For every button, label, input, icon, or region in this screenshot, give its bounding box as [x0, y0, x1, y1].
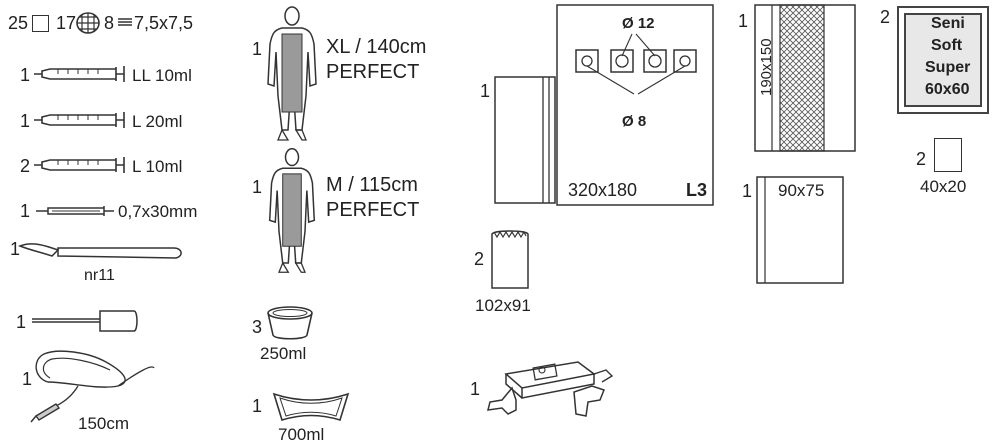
scalpel-label: nr11: [84, 267, 115, 284]
needle-label: 0,7x30mm: [118, 202, 198, 221]
cup-qty: 3: [252, 317, 263, 337]
compress-qty: 25: [8, 13, 29, 33]
seni-line2: Soft: [931, 37, 963, 54]
small-item-icon: [934, 138, 962, 172]
compress-size: 7,5x7,5: [134, 13, 194, 33]
seni-pad-inner: [904, 13, 982, 107]
small-item-qty: 2: [916, 149, 927, 169]
seni-qty: 2: [880, 7, 891, 27]
gauze-ball-icon: [76, 12, 100, 34]
bag-label: 102x91: [475, 296, 531, 315]
bag-icon: [488, 226, 532, 290]
syringe-icon: [32, 108, 132, 132]
syringe-icon: [32, 153, 132, 177]
brush-icon: [30, 305, 142, 335]
compress-stack-icon: [117, 16, 133, 28]
gown-1-model: PERFECT: [326, 61, 420, 83]
drape-90-icon: [756, 176, 844, 284]
bowl-label: 700ml: [278, 425, 325, 444]
bowl-qty: 1: [252, 396, 263, 416]
main-drape-icon: [556, 4, 714, 206]
gown-2-model: PERFECT: [326, 199, 420, 221]
cup-icon: [264, 305, 316, 343]
folded-drape-icon: [494, 76, 556, 204]
main-drape-code: L3: [686, 180, 708, 200]
scalpel-qty: 1: [10, 239, 21, 259]
bag-qty: 2: [474, 249, 485, 269]
clamp-icon: [482, 352, 618, 424]
seni-pad-outer: [897, 6, 989, 114]
syringe-icon: [32, 62, 132, 86]
cup-label: 250ml: [260, 344, 307, 363]
syringe-1-qty: 1: [20, 65, 31, 85]
syringe-2-qty: 1: [20, 111, 31, 131]
needle-icon: [34, 202, 116, 220]
seni-line3: Super: [925, 59, 971, 76]
gauze-qty: 17: [56, 13, 77, 33]
syringe-3-label: L 10ml: [132, 157, 183, 176]
gown-icon: [264, 146, 320, 276]
main-drape-size: 320x180: [568, 180, 638, 200]
drape-190-qty: 1: [738, 11, 749, 31]
drape-90-qty: 1: [742, 181, 753, 201]
hole-small-label: Ø 8: [622, 113, 647, 130]
drape-folded-qty: 1: [480, 81, 491, 101]
drape-190-label: 190x150: [758, 38, 775, 96]
seni-line4: 60x60: [925, 81, 970, 98]
cable-qty: 1: [22, 369, 33, 389]
gown-2-size: M / 115cm: [326, 174, 418, 196]
cable-icon: [28, 342, 158, 424]
gown-1-size: XL / 140cm: [326, 36, 427, 58]
seni-line1: Seni: [931, 15, 965, 32]
scalpel-icon: [18, 234, 188, 270]
hole-large-label: Ø 12: [622, 15, 655, 32]
syringe-2-label: L 20ml: [132, 112, 183, 131]
syringe-3-qty: 2: [20, 156, 31, 176]
cable-label: 150cm: [78, 414, 130, 433]
bowl-icon: [268, 388, 354, 426]
brush-qty: 1: [16, 312, 27, 332]
drape-190-icon: [754, 4, 856, 152]
needle-qty: 1: [20, 201, 31, 221]
syringe-1-label: LL 10ml: [132, 66, 192, 85]
small-item-label: 40x20: [920, 177, 967, 196]
gown-icon: [264, 4, 320, 144]
gown-2-qty: 1: [252, 177, 263, 197]
compress-square-icon: [32, 15, 49, 32]
clamp-qty: 1: [470, 379, 481, 399]
swab-qty: 8: [104, 13, 115, 33]
drape-90-label: 90x75: [778, 181, 825, 200]
gown-1-qty: 1: [252, 39, 263, 59]
